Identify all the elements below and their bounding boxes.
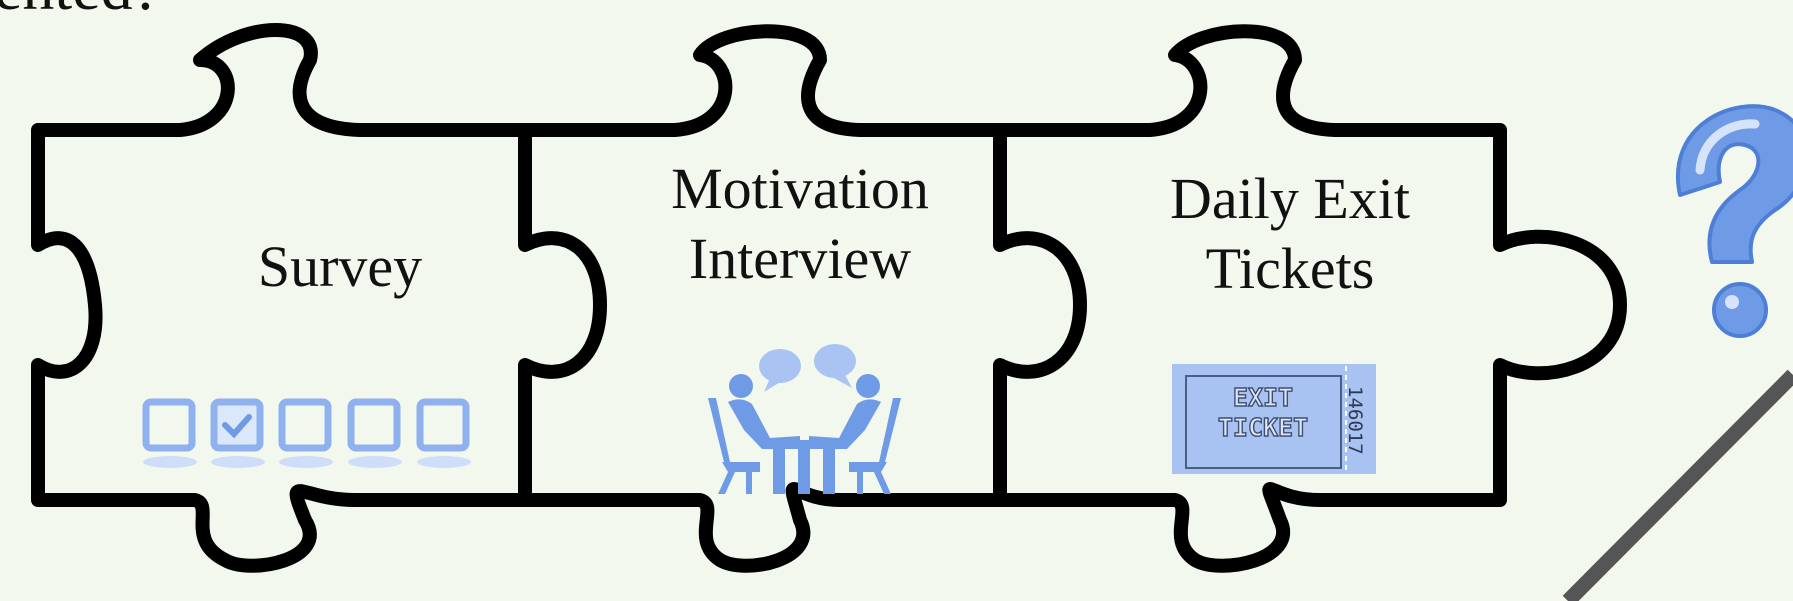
puzzle-piece-daily-exit-tickets: [993, 24, 1627, 573]
checkbox-row-icon: [142, 398, 471, 468]
diagonal-slash: [1562, 369, 1793, 601]
piece-label-daily-exit-tickets: Daily Exit Tickets: [1169, 166, 1410, 301]
question-mark-icon: [1676, 104, 1793, 338]
heading-fragment: ented?: [0, 0, 161, 20]
ticket-line-1: EXIT: [1233, 383, 1293, 412]
interview-icon: [708, 344, 901, 494]
puzzle-piece-survey: [31, 23, 607, 573]
exit-ticket-icon: EXIT TICKET 146017: [1172, 364, 1376, 474]
ticket-line-2: TICKET: [1218, 413, 1308, 442]
puzzle-piece-motivation-interview: [518, 24, 1087, 573]
piece-label-survey: Survey: [257, 234, 423, 299]
ticket-serial: 146017: [1344, 386, 1366, 455]
piece-label-motivation-interview: Motivation Interview: [671, 156, 929, 291]
